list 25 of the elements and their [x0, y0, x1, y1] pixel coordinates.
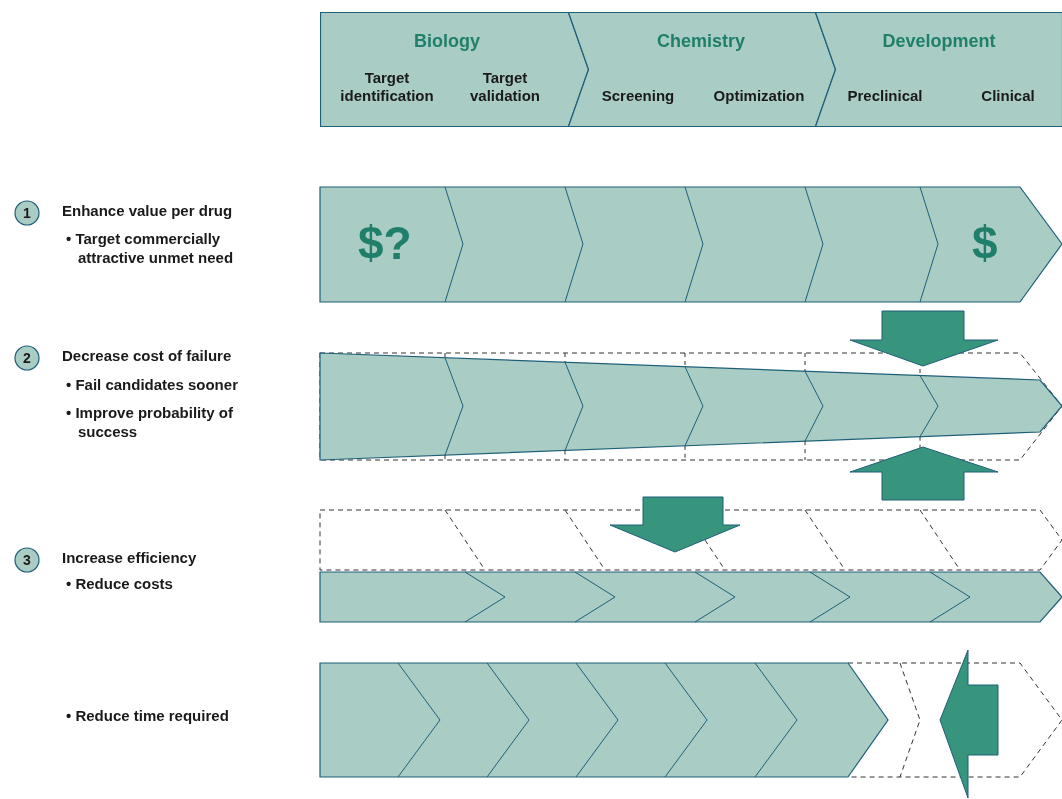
number-circle: 3: [14, 547, 40, 573]
bullet-point: • Reduce costs: [66, 574, 174, 593]
bullet-point: • Improve probability of success: [66, 403, 234, 441]
stage-panel: [568, 12, 835, 127]
stage-heading: Development: [881, 31, 997, 52]
dollar-question-mark: $?: [358, 218, 412, 268]
goal-heading: Increase efficiency: [62, 548, 198, 567]
phase-label: Screening: [600, 86, 676, 105]
phase-label: Optimization: [712, 86, 806, 105]
phase-label: Target validation: [469, 69, 541, 105]
stage-panel: [320, 12, 588, 127]
stage-heading: Chemistry: [656, 31, 746, 52]
phase-label: Target identification: [339, 69, 435, 105]
goal-heading: Decrease cost of failure: [62, 346, 233, 365]
dollar-sign: $: [972, 218, 998, 268]
number-circle: 2: [14, 345, 40, 371]
goal-heading: Enhance value per drug: [62, 201, 234, 220]
bullet-point: • Reduce time required: [66, 706, 230, 725]
bullet-point: • Target commercially attractive unmet need: [66, 229, 235, 267]
phase-label: Clinical: [980, 86, 1036, 105]
bullet-point: • Fail candidates sooner: [66, 375, 239, 394]
number-circle: 1: [14, 200, 40, 226]
stage-panel: [815, 12, 1062, 127]
stage-heading: Biology: [413, 31, 481, 52]
phase-label: Preclinical: [846, 86, 924, 105]
